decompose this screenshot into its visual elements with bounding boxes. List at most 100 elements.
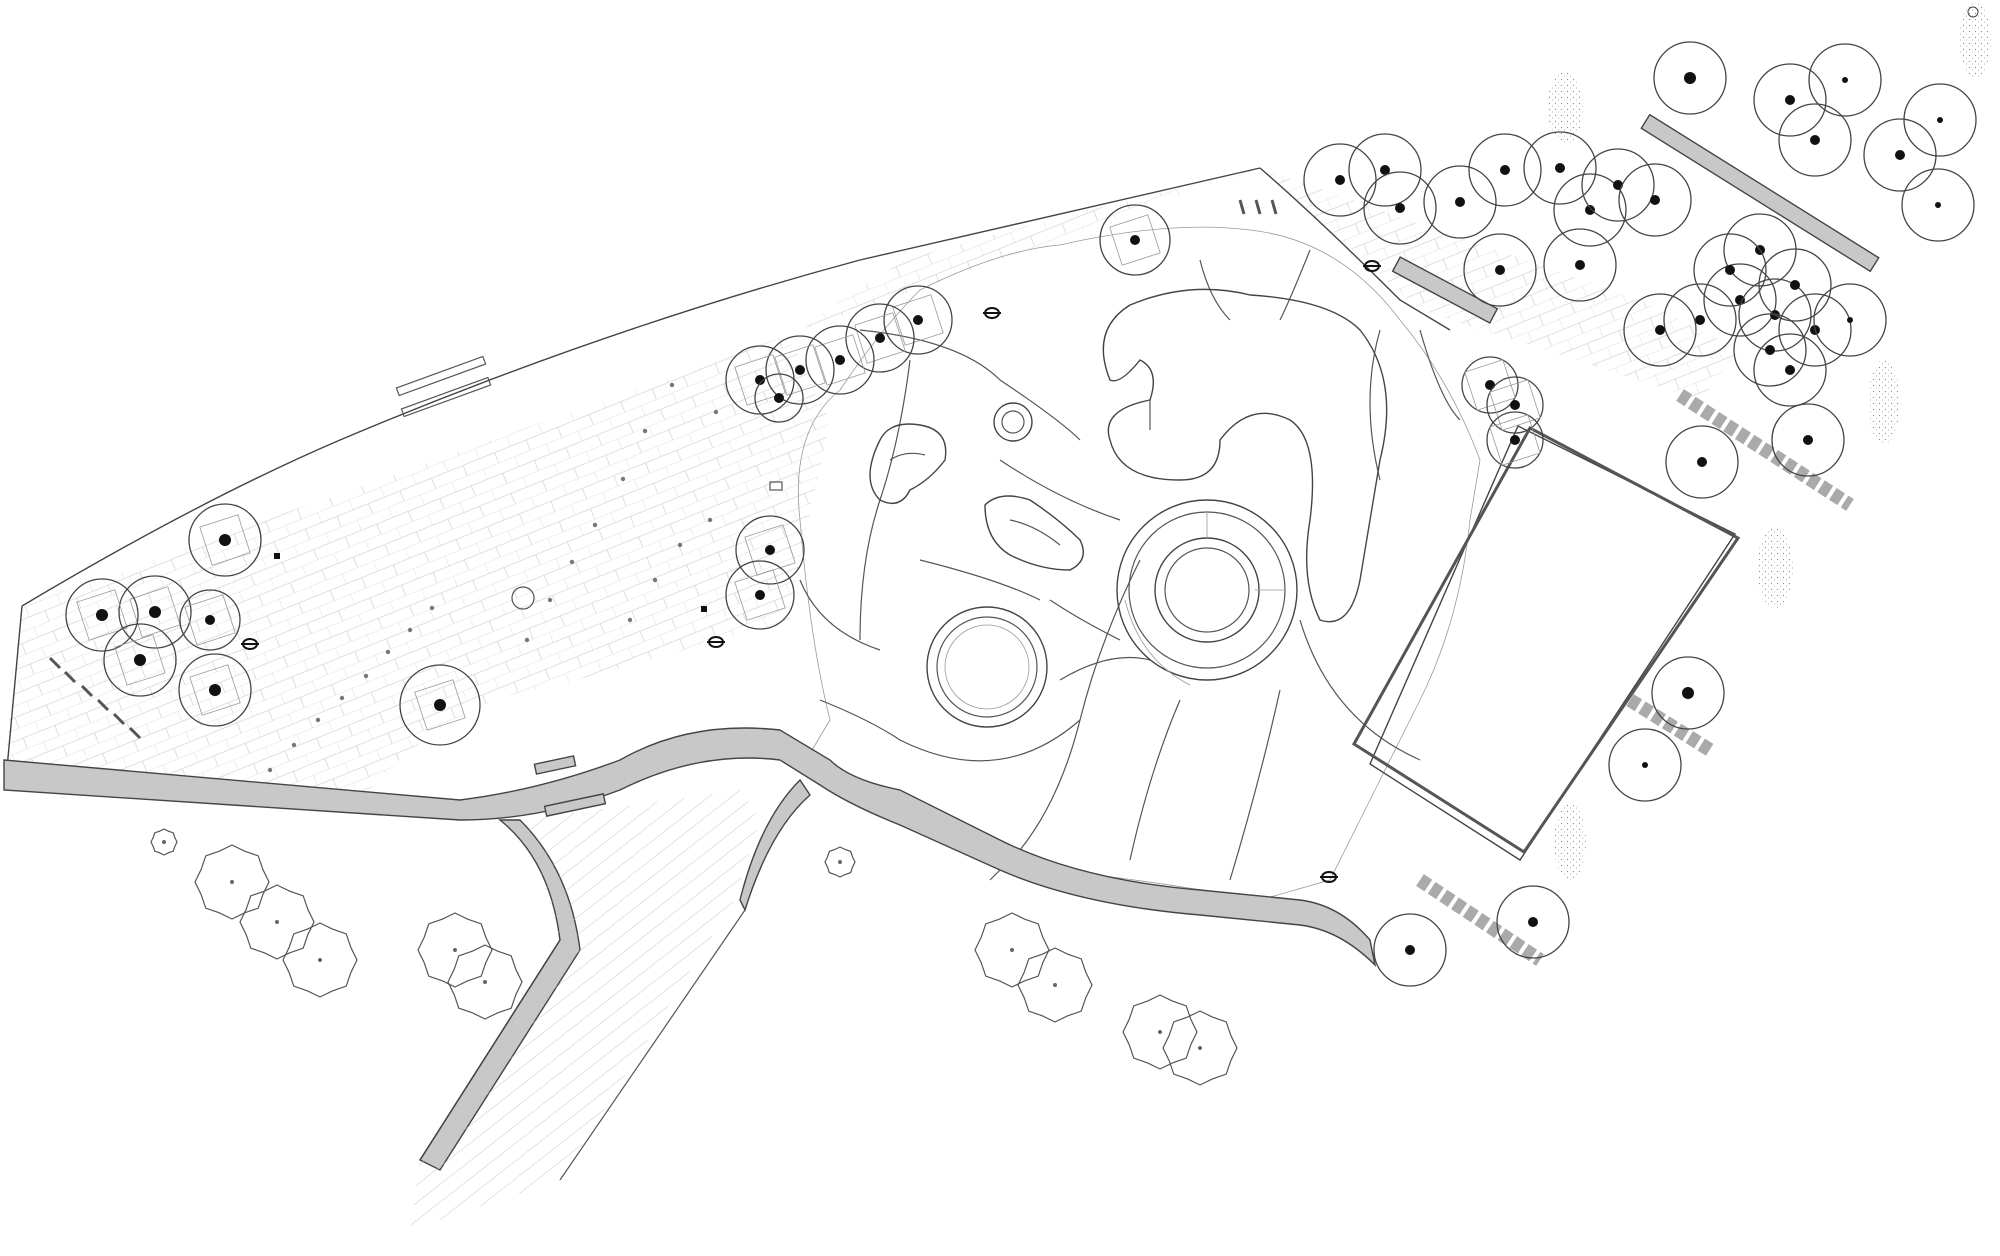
tree-trunk bbox=[1130, 235, 1140, 245]
tree-trunk bbox=[1682, 687, 1694, 699]
tree bbox=[1486, 411, 1544, 469]
tree-canopy bbox=[1753, 63, 1827, 137]
tree-trunk bbox=[134, 654, 146, 666]
tree bbox=[1753, 333, 1827, 407]
plaza-marker bbox=[407, 627, 413, 633]
tree-planter bbox=[814, 334, 866, 386]
shrub-center bbox=[483, 980, 487, 984]
tree-canopy bbox=[1348, 133, 1422, 207]
tree-trunk bbox=[1613, 180, 1623, 190]
tree-canopy bbox=[845, 303, 915, 373]
shrub bbox=[824, 846, 856, 878]
tree-canopy bbox=[178, 653, 252, 727]
tree bbox=[118, 575, 192, 649]
shrub-center bbox=[230, 880, 234, 884]
tree-trunk bbox=[1785, 95, 1795, 105]
tree-trunk bbox=[774, 393, 784, 403]
tree bbox=[1771, 403, 1845, 477]
tree-canopy bbox=[1758, 248, 1832, 322]
tree bbox=[1363, 171, 1437, 245]
tree-trunk bbox=[209, 684, 221, 696]
shrub bbox=[447, 944, 523, 1020]
tree bbox=[1778, 103, 1852, 177]
shrub-outline bbox=[194, 844, 270, 920]
shrub-outline bbox=[239, 884, 315, 960]
tree-planter bbox=[1489, 414, 1541, 466]
tree-trunk bbox=[835, 355, 845, 365]
tree bbox=[1693, 233, 1767, 307]
tree-trunk bbox=[1575, 260, 1585, 270]
tree-trunk bbox=[1485, 380, 1495, 390]
tree-canopy bbox=[1863, 118, 1937, 192]
tree-canopy bbox=[1461, 356, 1519, 414]
tree bbox=[765, 335, 835, 405]
plaza-marker bbox=[524, 637, 530, 643]
tree-canopy bbox=[1303, 143, 1377, 217]
tree bbox=[188, 503, 262, 577]
tree-canopy bbox=[65, 578, 139, 652]
tree-trunk bbox=[755, 375, 765, 385]
shrub-center bbox=[1198, 1046, 1202, 1050]
tree-planter bbox=[1489, 379, 1541, 431]
tree-canopy bbox=[1665, 425, 1739, 499]
shrub-outline bbox=[974, 912, 1050, 988]
tree bbox=[1099, 204, 1171, 276]
tree-planter bbox=[892, 294, 944, 346]
tree bbox=[1651, 656, 1725, 730]
tree bbox=[735, 515, 805, 585]
tree bbox=[805, 325, 875, 395]
tree bbox=[1486, 376, 1544, 434]
tree-canopy bbox=[1663, 283, 1737, 357]
tree-canopy bbox=[1651, 656, 1725, 730]
tree bbox=[1303, 143, 1377, 217]
tree-trunk bbox=[1455, 197, 1465, 207]
tree bbox=[1463, 233, 1537, 307]
tree-trunk bbox=[1335, 175, 1345, 185]
tree bbox=[1653, 41, 1727, 115]
tree bbox=[1468, 133, 1542, 207]
tree bbox=[1608, 728, 1682, 802]
tree-planter bbox=[199, 514, 251, 566]
tree bbox=[1348, 133, 1422, 207]
tree-planter bbox=[854, 312, 906, 364]
tree-planter bbox=[1109, 214, 1161, 266]
tree bbox=[883, 285, 953, 355]
tree bbox=[1496, 885, 1570, 959]
tree-trunk bbox=[765, 545, 775, 555]
tree-planter bbox=[734, 569, 786, 621]
shrub-outline bbox=[447, 944, 523, 1020]
tree-trunk bbox=[1937, 117, 1943, 123]
plaza-marker bbox=[713, 409, 719, 415]
plaza-marker bbox=[315, 717, 321, 723]
tree-trunk bbox=[1895, 150, 1905, 160]
tree bbox=[1461, 356, 1519, 414]
tree-canopy bbox=[1771, 403, 1845, 477]
plaza-marker bbox=[547, 597, 553, 603]
tree bbox=[1813, 283, 1887, 357]
tree-trunk bbox=[1642, 762, 1648, 768]
tree-trunk bbox=[1935, 202, 1941, 208]
tree-planter bbox=[184, 594, 236, 646]
tree-canopy bbox=[1468, 133, 1542, 207]
tree-canopy bbox=[1463, 233, 1537, 307]
stipple-hedges bbox=[1547, 2, 1991, 880]
shrub bbox=[1162, 1010, 1238, 1086]
tree-canopy bbox=[735, 515, 805, 585]
plaza-marker bbox=[267, 767, 273, 773]
tree bbox=[1703, 263, 1777, 337]
shrub-center bbox=[162, 840, 166, 844]
tree-trunk bbox=[1735, 295, 1745, 305]
tree bbox=[1373, 913, 1447, 987]
tree-canopy bbox=[1486, 376, 1544, 434]
benches bbox=[395, 113, 1880, 817]
plaza-marker bbox=[385, 649, 391, 655]
tree-trunk bbox=[755, 590, 765, 600]
tree bbox=[1901, 168, 1975, 242]
trees bbox=[65, 41, 1977, 987]
tree-trunk bbox=[434, 699, 446, 711]
tree-trunk bbox=[1725, 265, 1735, 275]
tree bbox=[178, 653, 252, 727]
tree bbox=[1808, 43, 1882, 117]
tree bbox=[103, 623, 177, 697]
tree bbox=[1753, 63, 1827, 137]
